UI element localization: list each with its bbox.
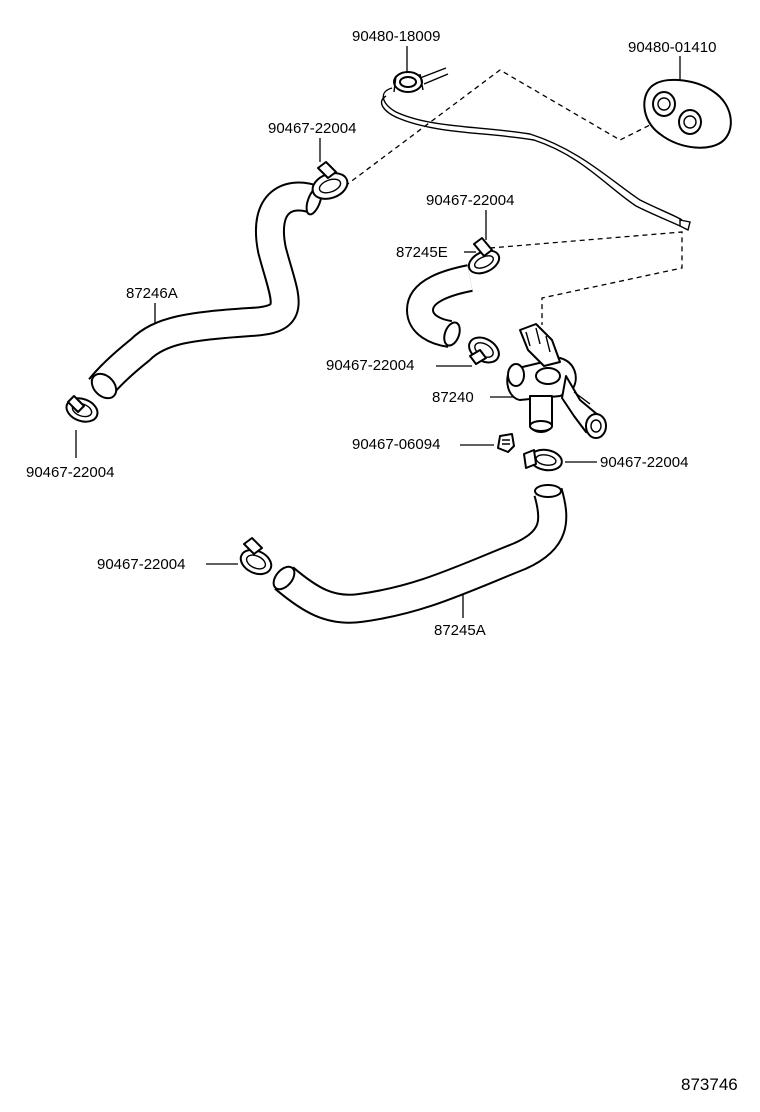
label-hose-a-upper: 87246A (126, 285, 178, 302)
label-clip: 90467-06094 (352, 436, 440, 453)
clamp-upper-left-part (311, 161, 349, 200)
clip-part (497, 433, 515, 453)
control-cable (380, 67, 691, 232)
label-clamp-center: 90467-22004 (426, 192, 514, 209)
label-clamp-bottom: 90467-22004 (97, 556, 185, 573)
dashed-assembly-lines (344, 69, 683, 325)
clamp-valve-part (468, 336, 500, 365)
label-valve: 87240 (432, 389, 474, 406)
label-grommet-top: 90480-18009 (352, 28, 440, 45)
label-hose-e: 87245E (396, 244, 448, 261)
leader-lines (75, 46, 681, 618)
grommet-right-part (643, 78, 732, 149)
hose-87245a (272, 484, 568, 624)
label-clamp-valve: 90467-22004 (326, 357, 414, 374)
clamp-center-part (467, 237, 501, 275)
hose-87246a (88, 181, 323, 400)
figure-number: 873746 (681, 1075, 738, 1094)
hose-87245e (406, 264, 473, 348)
grommet-top-part (393, 71, 424, 93)
clamp-bottom-part (239, 537, 273, 576)
label-clamp-lower-right: 90467-22004 (600, 454, 688, 471)
clamp-lower-left-part (65, 395, 99, 423)
label-hose-a-lower: 87245A (434, 622, 486, 639)
clamp-lower-right-part (523, 448, 563, 472)
label-grommet-right: 90480-01410 (628, 39, 716, 56)
water-valve-part (506, 323, 607, 439)
label-clamp-upper-left: 90467-22004 (268, 120, 356, 137)
label-clamp-lower-left: 90467-22004 (26, 464, 114, 481)
